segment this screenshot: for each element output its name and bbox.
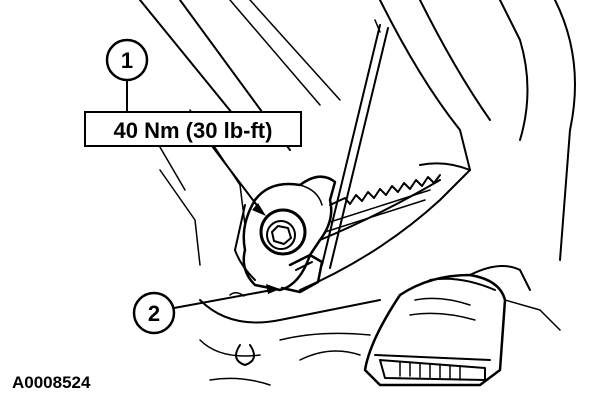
callout-2-number: 2 [148, 301, 160, 326]
floor-lines [199, 292, 381, 386]
torque-label-box [84, 111, 302, 147]
callout-2-leader-arrow [173, 289, 273, 309]
anchor-bracket [234, 175, 337, 292]
seat-belt-webbing [321, 24, 389, 269]
torque-spec-label: 40 Nm (30 lb-ft) [114, 118, 273, 143]
callout-2-arrowhead [266, 284, 280, 294]
callout-1-number: 1 [121, 48, 133, 73]
callout-1-leader-arrow [211, 145, 263, 213]
anchor-bolt [259, 208, 307, 256]
callout-2: 2 [132, 284, 280, 335]
figure-id: A0008524 [12, 373, 91, 392]
seat-side-trim [299, 162, 471, 291]
seat-belt-buckle [363, 265, 561, 387]
belt-guide-clip [280, 253, 324, 294]
callout-1-arrowhead [252, 203, 266, 216]
callout-2-circle [132, 291, 176, 335]
callout-1: 1 40 Nm (30 lb-ft) [84, 38, 302, 216]
